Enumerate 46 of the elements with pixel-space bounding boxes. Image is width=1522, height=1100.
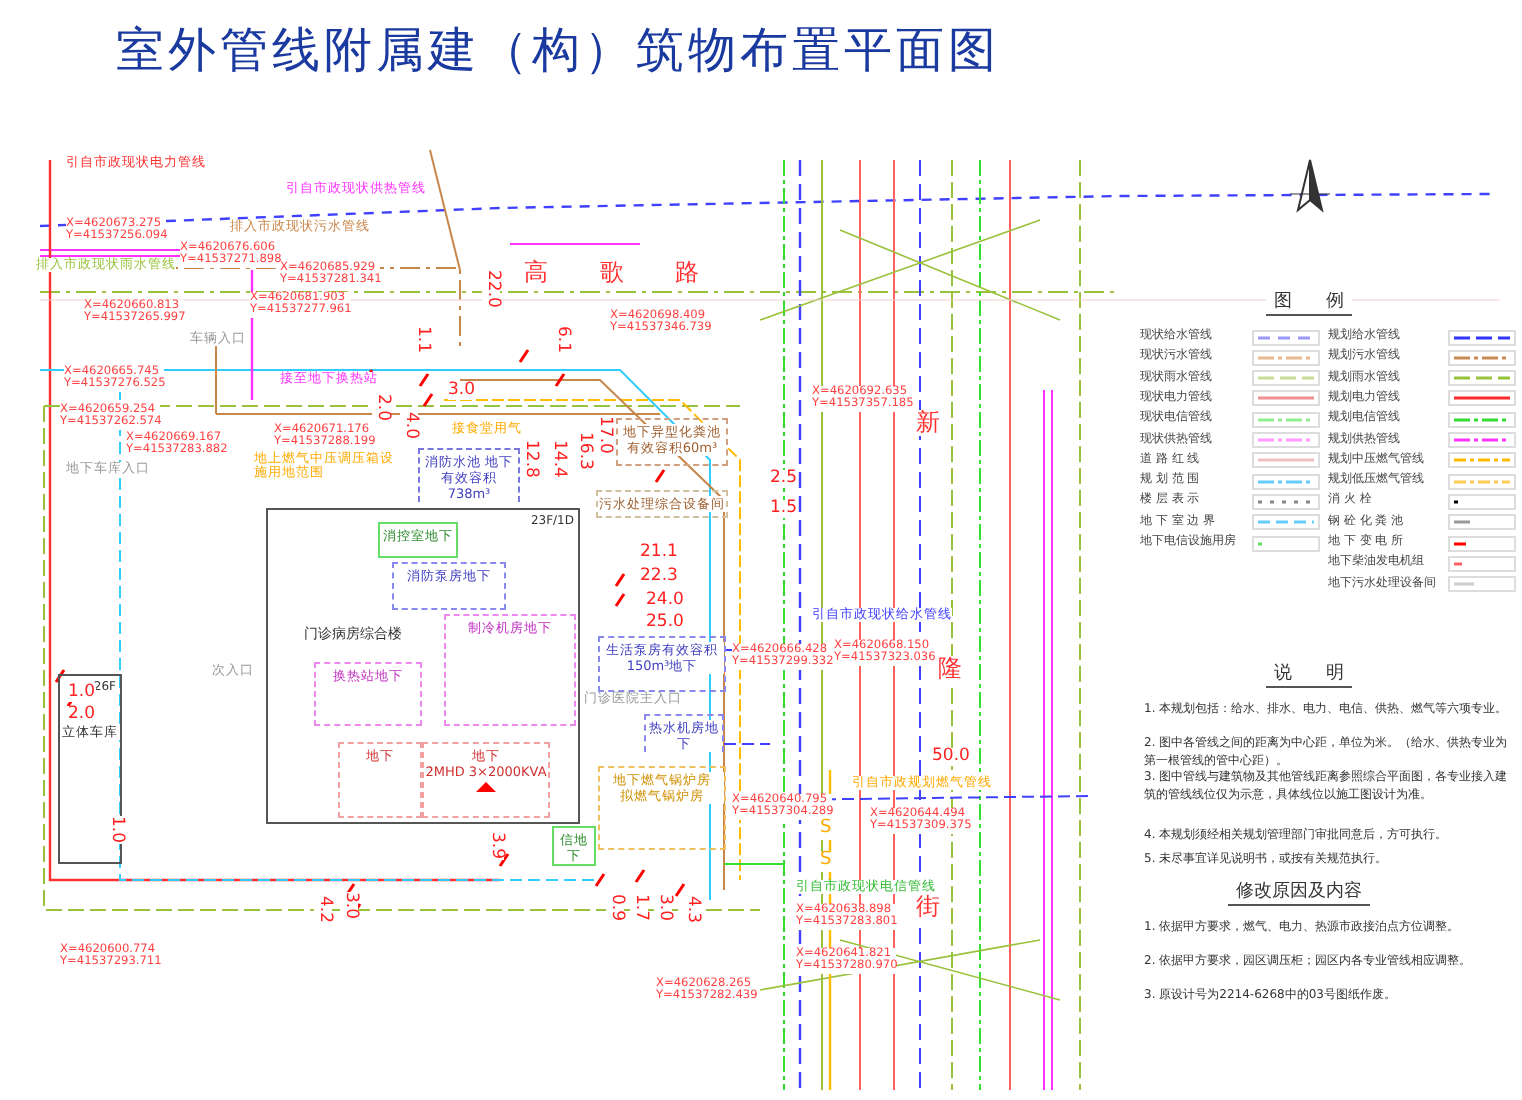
dimension: 24.0 <box>646 592 684 611</box>
dimension: 1.5 <box>770 500 798 519</box>
room-outline <box>418 448 520 502</box>
street-name: 街 <box>916 894 940 921</box>
dimension: 50.0 <box>932 748 970 767</box>
dimension: 0.9 <box>606 894 625 922</box>
heading: 修改原因及内容 <box>1228 884 1370 906</box>
dimension: 4.3 <box>682 896 701 924</box>
building-outline <box>266 508 580 824</box>
room-outline <box>644 714 724 752</box>
room-outline <box>598 636 726 692</box>
room-outline <box>598 766 726 850</box>
room-outline <box>596 490 728 518</box>
dimension: 25.0 <box>646 614 684 633</box>
street-name: 新 <box>916 410 940 437</box>
dimension: 2.0 <box>68 706 96 725</box>
dimension: 4.2 <box>314 896 333 924</box>
dimension: 3.0 <box>654 894 673 922</box>
room-outline <box>378 522 458 558</box>
heading: 图 例 <box>1266 294 1352 316</box>
dimension: 1.7 <box>630 894 649 922</box>
dimension: 2.0 <box>372 394 391 422</box>
dimension: 16.3 <box>574 432 593 470</box>
dimension: 2.5 <box>770 470 798 489</box>
room-outline <box>338 742 422 818</box>
dimension: 4.0 <box>400 412 419 440</box>
dimension: 6.1 <box>552 326 571 354</box>
room-outline <box>616 418 728 466</box>
heading: 说 明 <box>1266 666 1352 688</box>
dimension: 17.0 <box>594 416 613 454</box>
dimension: 1.0 <box>68 684 96 703</box>
street-name: 高 歌 路 <box>524 260 700 287</box>
room-outline <box>314 662 422 726</box>
dimension: 22.3 <box>640 568 678 587</box>
dimension: 3.0 <box>448 382 476 401</box>
room-outline <box>444 614 576 726</box>
gas-marker: S <box>820 820 832 840</box>
gas-marker: S <box>820 852 832 872</box>
room-outline <box>422 742 550 818</box>
dimension: 1.0 <box>106 816 125 844</box>
street-name: 隆 <box>938 656 962 683</box>
dimension: 22.0 <box>482 270 501 308</box>
room-outline <box>392 562 506 610</box>
dimension: 3.0 <box>340 892 359 920</box>
dimension: 3.9 <box>486 832 505 860</box>
dimension: 12.8 <box>520 440 539 478</box>
